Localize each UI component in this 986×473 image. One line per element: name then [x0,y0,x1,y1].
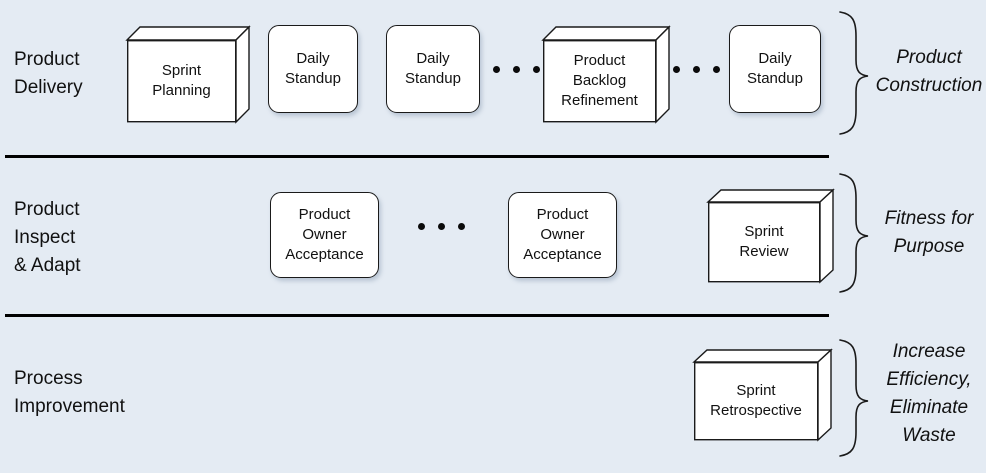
ellipsis-dot [493,66,500,73]
node-daily-standup-3[interactable]: Daily Standup [729,25,821,113]
node-sprint-planning[interactable]: Sprint Planning [125,20,253,128]
ellipsis-dot [438,223,445,230]
outcome-label-fitness-for-purpose: Fitness for Purpose [884,208,974,257]
brace-product-construction [836,10,874,136]
band-label-process-improvement: Process Improvement [14,368,125,417]
node-label: Sprint Retrospective [710,382,802,419]
node-label: Sprint Review [739,223,789,260]
node-label: Daily Standup [285,50,341,87]
band-label-product-inspect-adapt: Product Inspect & Adapt [14,199,81,276]
node-label: Daily Standup [405,50,461,87]
node-product-owner-acceptance-1[interactable]: Product Owner Acceptance [270,192,379,278]
node-label: Daily Standup [747,50,803,87]
node-sprint-review[interactable]: Sprint Review [706,188,835,284]
ellipsis-dot [513,66,520,73]
brace-increase-efficiency [836,338,874,458]
ellipsis-dot [693,66,700,73]
outcome-label-increase-efficiency: Increase Efficiency, Eliminate Waste [886,341,972,446]
node-daily-standup-2[interactable]: Daily Standup [386,25,480,113]
ellipsis-dot [458,223,465,230]
ellipsis-dot [673,66,680,73]
node-label: Product Backlog Refinement [561,52,638,109]
outcome-label-product-construction: Product Construction [875,47,983,96]
ellipsis-dot [713,66,720,73]
node-label: Product Owner Acceptance [285,206,364,263]
ellipsis-dot [533,66,540,73]
row-separator-2 [5,314,829,317]
band-label-product-delivery: Product Delivery [14,49,83,98]
node-daily-standup-1[interactable]: Daily Standup [268,25,358,113]
node-product-backlog-refinement[interactable]: Product Backlog Refinement [541,20,673,128]
row-separator-1 [5,155,829,158]
ellipsis-dots [493,66,540,73]
brace-fitness-for-purpose [836,172,874,294]
ellipsis-dot [418,223,425,230]
node-label: Product Owner Acceptance [523,206,602,263]
node-sprint-retrospective[interactable]: Sprint Retrospective [692,348,833,442]
node-label: Sprint Planning [152,62,211,99]
ellipsis-dots [673,66,720,73]
node-product-owner-acceptance-2[interactable]: Product Owner Acceptance [508,192,617,278]
ellipsis-dots [418,223,465,230]
